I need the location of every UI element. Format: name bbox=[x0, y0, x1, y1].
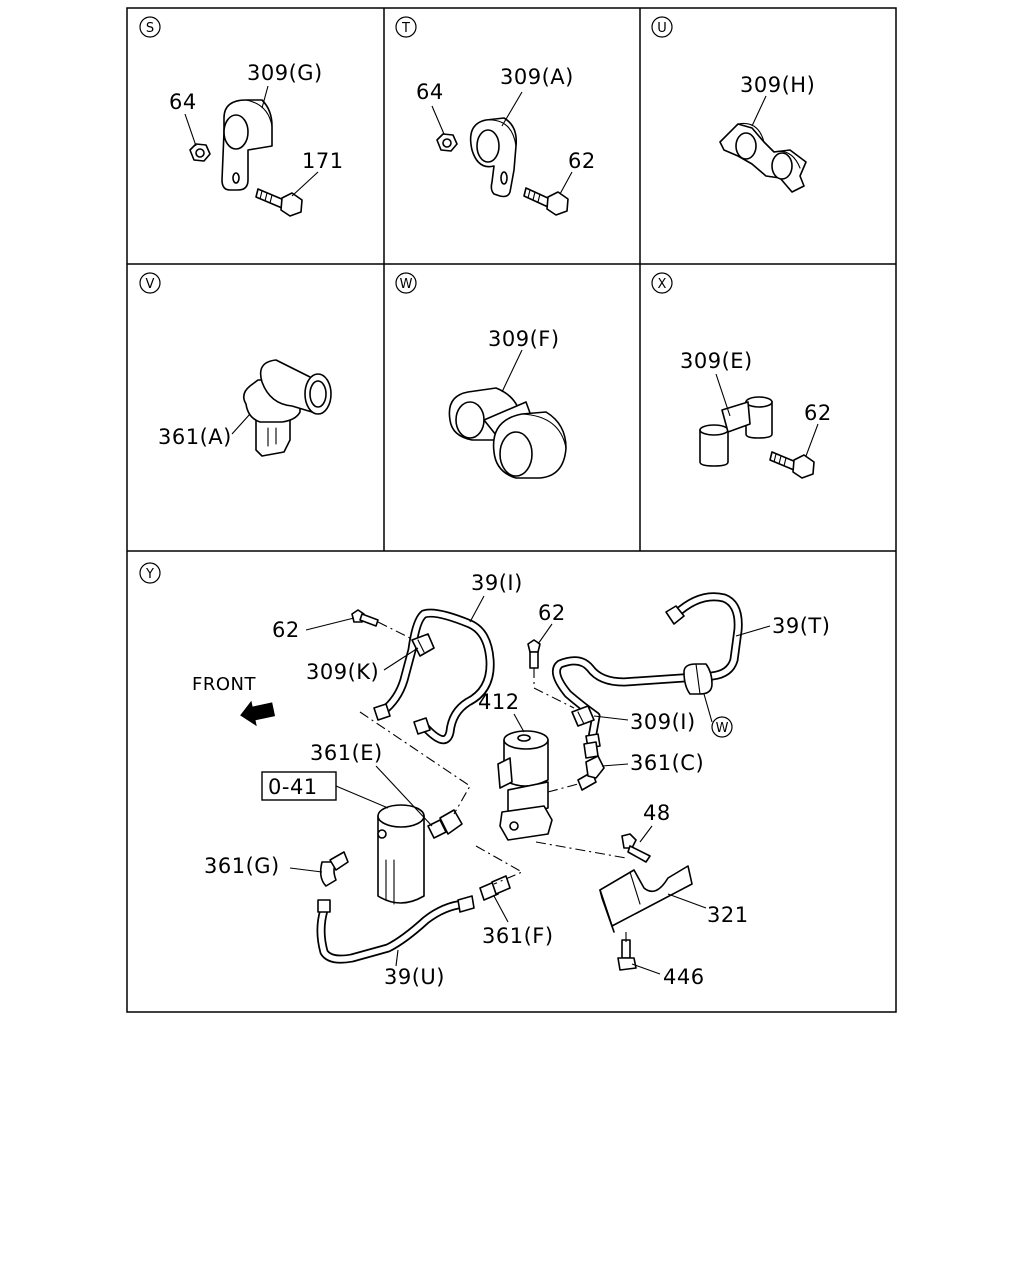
panel-x: X 309(E) 62 bbox=[651, 272, 832, 479]
panel-v: V 361(A) bbox=[139, 272, 332, 457]
label-39u: 39(U) bbox=[384, 965, 445, 989]
receiver-drier-041 bbox=[377, 804, 425, 905]
pipe-39i bbox=[373, 608, 495, 745]
label-361c: 361(C) bbox=[630, 751, 704, 775]
clamp-309e bbox=[699, 396, 773, 467]
label-361e: 361(E) bbox=[310, 741, 383, 765]
panel-s-letter: S bbox=[146, 21, 154, 36]
label-309f: 309(F) bbox=[488, 327, 560, 351]
label-39t: 39(T) bbox=[772, 614, 830, 638]
fitting-361c bbox=[577, 741, 605, 791]
panel-v-letter: V bbox=[146, 277, 155, 292]
label-446: 446 bbox=[663, 965, 705, 989]
front-arrow-icon bbox=[240, 700, 276, 727]
label-62-y-left: 62 bbox=[272, 618, 300, 642]
clamp-w-on-39t bbox=[683, 663, 713, 695]
label-309i: 309(I) bbox=[630, 710, 696, 734]
fitting-361f bbox=[479, 875, 511, 901]
valve-412 bbox=[497, 730, 553, 841]
label-64-s: 64 bbox=[169, 90, 197, 114]
panel-x-letter: X bbox=[658, 277, 667, 292]
bolt-171 bbox=[255, 188, 303, 217]
bolt-62-x bbox=[769, 451, 815, 479]
label-62-y-center: 62 bbox=[538, 601, 566, 625]
clamp-309g bbox=[221, 99, 273, 191]
pipe-39u bbox=[316, 895, 475, 964]
nut-64-t bbox=[436, 133, 458, 152]
panel-t: T 309(A) 64 62 bbox=[395, 16, 596, 216]
label-361f: 361(F) bbox=[482, 924, 554, 948]
label-w-callout: W bbox=[716, 721, 729, 736]
clamp-309k bbox=[411, 633, 435, 657]
label-309e: 309(E) bbox=[680, 349, 753, 373]
label-412: 412 bbox=[478, 690, 520, 714]
bolt-446 bbox=[617, 939, 637, 971]
label-309k: 309(K) bbox=[306, 660, 379, 684]
label-front: FRONT bbox=[192, 674, 256, 695]
label-361a: 361(A) bbox=[158, 425, 232, 449]
box-041 bbox=[261, 771, 337, 801]
nut-64 bbox=[189, 143, 211, 162]
label-321: 321 bbox=[707, 903, 749, 927]
label-62-t: 62 bbox=[568, 149, 596, 173]
bolt-62-y-center bbox=[527, 639, 541, 669]
fitting-361a bbox=[242, 359, 332, 457]
label-309a: 309(A) bbox=[500, 65, 574, 89]
diagram-frame bbox=[126, 7, 897, 1013]
label-171: 171 bbox=[302, 149, 344, 173]
panel-w-letter: W bbox=[400, 277, 413, 292]
label-309g: 309(G) bbox=[247, 61, 323, 85]
bolt-48 bbox=[621, 833, 651, 863]
label-48: 48 bbox=[643, 801, 671, 825]
panel-t-letter: T bbox=[401, 21, 410, 36]
bolt-62-y-left bbox=[351, 609, 379, 627]
clamp-309i bbox=[571, 705, 595, 727]
label-64-t: 64 bbox=[416, 80, 444, 104]
label-361g: 361(G) bbox=[204, 854, 280, 878]
bolt-62-t bbox=[523, 187, 569, 216]
label-309h: 309(H) bbox=[740, 73, 815, 97]
fitting-361g bbox=[319, 851, 349, 887]
panel-y: Y bbox=[139, 562, 830, 989]
panel-u-letter: U bbox=[657, 21, 667, 36]
label-041: 0-41 bbox=[268, 775, 318, 799]
panel-w: W 309(F) bbox=[395, 272, 567, 479]
panel-u: U 309(H) bbox=[651, 16, 815, 193]
fitting-361e bbox=[427, 809, 463, 839]
panel-s: S 309(G) 64 171 bbox=[139, 16, 344, 217]
bracket-321 bbox=[599, 865, 693, 933]
clamp-309a bbox=[469, 117, 518, 198]
label-62-x: 62 bbox=[804, 401, 832, 425]
clamp-309h bbox=[719, 122, 807, 193]
panel-y-letter: Y bbox=[145, 567, 154, 582]
clamp-309f bbox=[448, 387, 567, 479]
label-39i: 39(I) bbox=[471, 571, 523, 595]
